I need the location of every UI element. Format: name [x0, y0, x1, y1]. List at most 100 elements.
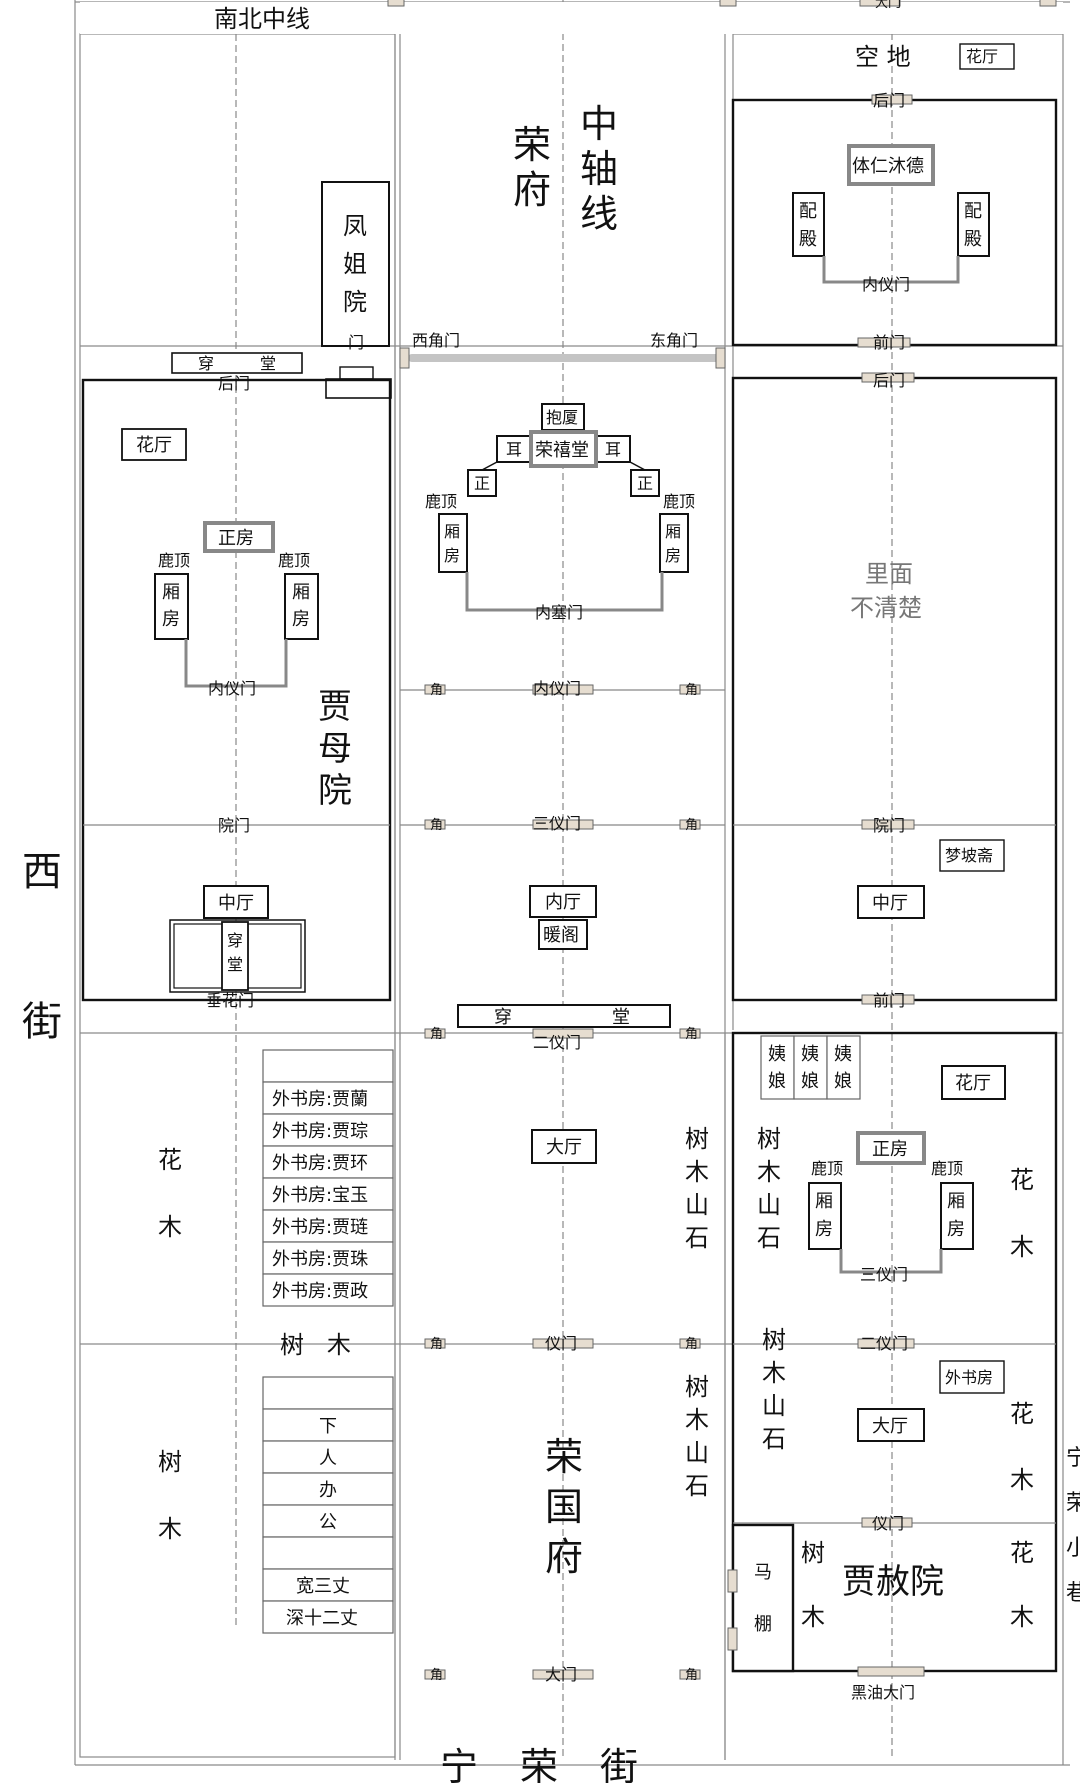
- east-mid-qianmen: 前门: [873, 991, 905, 1010]
- east-lane-4: 巷: [1066, 1581, 1080, 1606]
- jiashe-zhengfang: [856, 1131, 926, 1165]
- jiamu-chuihuamen: 垂花门: [206, 991, 254, 1010]
- corner-label-4: 角: [685, 818, 698, 833]
- trees-rock-e1-2: 木: [757, 1158, 781, 1186]
- rongxi-tang: [529, 430, 598, 468]
- rongguofu-name-1: 荣: [545, 1435, 583, 1479]
- jiamu-name-3: 院: [318, 771, 352, 811]
- west-street-1: 西: [22, 849, 62, 895]
- dating-label: 大厅: [546, 1137, 582, 1158]
- center-xf-e1: 厢: [665, 522, 681, 541]
- fengjie-3: 院: [343, 288, 367, 316]
- rongguofu-name-3: 府: [545, 1535, 583, 1579]
- jiamu-yard-gate: 院门: [218, 816, 250, 835]
- yiniang-1b: 娘: [768, 1071, 786, 1092]
- corner-label-8: 角: [685, 1337, 698, 1352]
- trees-rock-c2-2: 木: [685, 1406, 709, 1434]
- jiamu-xf-w2: 房: [162, 609, 180, 630]
- mengpo-zhai: [939, 839, 1005, 872]
- yiniang-3a: 姨: [834, 1044, 852, 1065]
- jiamu-zhongting: [203, 885, 269, 919]
- peidian-e2: 殿: [964, 229, 982, 250]
- study-room-6: 外书房:贾珠: [272, 1249, 368, 1270]
- baosha: [541, 403, 585, 431]
- rongguofu-name-2: 国: [545, 1485, 583, 1529]
- servant-2: 人: [319, 1448, 337, 1469]
- jiashe-xf-e1: 厢: [947, 1191, 965, 1212]
- jiashe-huamu-1b: 木: [1010, 1233, 1034, 1261]
- center-luding-w: 鹿顶: [425, 492, 457, 511]
- fengjie-2: 姐: [343, 250, 367, 278]
- center-corner-gates: [424, 684, 701, 1680]
- east-mid-zhongting-label: 中厅: [872, 893, 908, 914]
- servant-width: 宽三丈: [296, 1576, 350, 1597]
- mapeng: [731, 1523, 795, 1673]
- trees-rock-c1-1: 树: [685, 1125, 709, 1153]
- nuange-label: 暖阁: [543, 925, 579, 946]
- chuantang-lower: [457, 1004, 671, 1028]
- ne-courtyard: [731, 98, 1058, 347]
- jiashe-dating-label: 大厅: [872, 1416, 908, 1437]
- trees-rock-e2-1: 树: [762, 1326, 786, 1354]
- jiamu-name-1: 贾: [318, 687, 352, 727]
- jiashe-xiangfang-w: [808, 1182, 842, 1250]
- heiyou-damen: 黑油大门: [851, 1683, 915, 1702]
- trees-rock-c1-3: 山: [685, 1191, 709, 1219]
- jiashe-yimen: 仪门: [872, 1514, 904, 1533]
- yiniang-rooms: [760, 1035, 861, 1100]
- jiashe-san-yimen: 三仪门: [860, 1265, 908, 1284]
- axis-lines: [235, 0, 893, 1760]
- jiashe-xf-e2: 房: [947, 1219, 965, 1240]
- jiamu-zhengfang-label: 正房: [218, 528, 254, 549]
- er-east-label: 耳: [605, 440, 621, 459]
- jiamu-zhengfang: [203, 521, 275, 553]
- jiamu-xf-e2: 房: [292, 609, 310, 630]
- chuantang-lower-2: 堂: [612, 1007, 630, 1028]
- er-east: [595, 435, 631, 463]
- ws-shumu-h: 树 木: [280, 1331, 351, 1359]
- axis-title-zhong: 中: [580, 102, 618, 146]
- study-room-7: 外书房:贾政: [272, 1281, 368, 1302]
- jiamu-courtyard: [81, 378, 392, 1002]
- corner-label-3: 角: [430, 818, 443, 833]
- yiniang-3b: 娘: [834, 1071, 852, 1092]
- center-xf-e2: 房: [665, 546, 681, 565]
- trees-rock-e2-2: 木: [762, 1359, 786, 1387]
- north-axis-label: 南北中线: [214, 5, 310, 33]
- east-mid-houmen: 后门: [873, 371, 905, 390]
- unclear-2: 不清楚: [850, 594, 922, 622]
- jiashe-xiangfang-e: [940, 1182, 974, 1250]
- center-luding-e: 鹿顶: [663, 492, 695, 511]
- yiniang-2b: 娘: [801, 1071, 819, 1092]
- neiting: [529, 885, 597, 918]
- trees-rock-e2-3: 山: [762, 1392, 786, 1420]
- west-street-2: 街: [22, 999, 62, 1045]
- jiamu-zhongting-label: 中厅: [218, 893, 254, 914]
- jiamu-xiangfang-e: [284, 573, 319, 640]
- peidian-w2: 殿: [799, 229, 817, 250]
- jiamu-name-2: 母: [318, 729, 352, 769]
- ne-houmen: 后门: [873, 91, 905, 110]
- study-room-2: 外书房:贾琮: [272, 1121, 368, 1142]
- ne-huating-label: 花厅: [966, 47, 998, 66]
- center-yimen: 仪门: [545, 1334, 577, 1353]
- jiashe-er-yimen: 二仪门: [860, 1334, 908, 1353]
- top-gates: [387, 0, 1057, 7]
- mengpo-zhai-label: 梦坡斋: [945, 846, 993, 865]
- jiamu-xiangfang-w: [154, 573, 189, 640]
- jiamu-luding-w: 鹿顶: [158, 551, 190, 570]
- west-corner-label: 西角门: [412, 331, 460, 350]
- peidian-e: [957, 192, 990, 257]
- zheng-west-label: 正: [474, 474, 490, 493]
- neiting-label: 内厅: [545, 892, 581, 913]
- servant-block: [262, 1376, 394, 1634]
- corner-label-9: 角: [430, 1668, 443, 1683]
- chuantang-upper-1: 穿: [198, 354, 214, 373]
- trees-rock-c2-4: 石: [685, 1472, 709, 1500]
- study-room-4: 外书房:宝玉: [272, 1185, 368, 1206]
- trees-rock-c1-4: 石: [685, 1224, 709, 1252]
- servant-3: 办: [319, 1480, 337, 1501]
- servant-depth: 深十二丈: [286, 1608, 358, 1629]
- study-room-5: 外书房:贾琏: [272, 1217, 368, 1238]
- servant-1: 下: [319, 1416, 337, 1437]
